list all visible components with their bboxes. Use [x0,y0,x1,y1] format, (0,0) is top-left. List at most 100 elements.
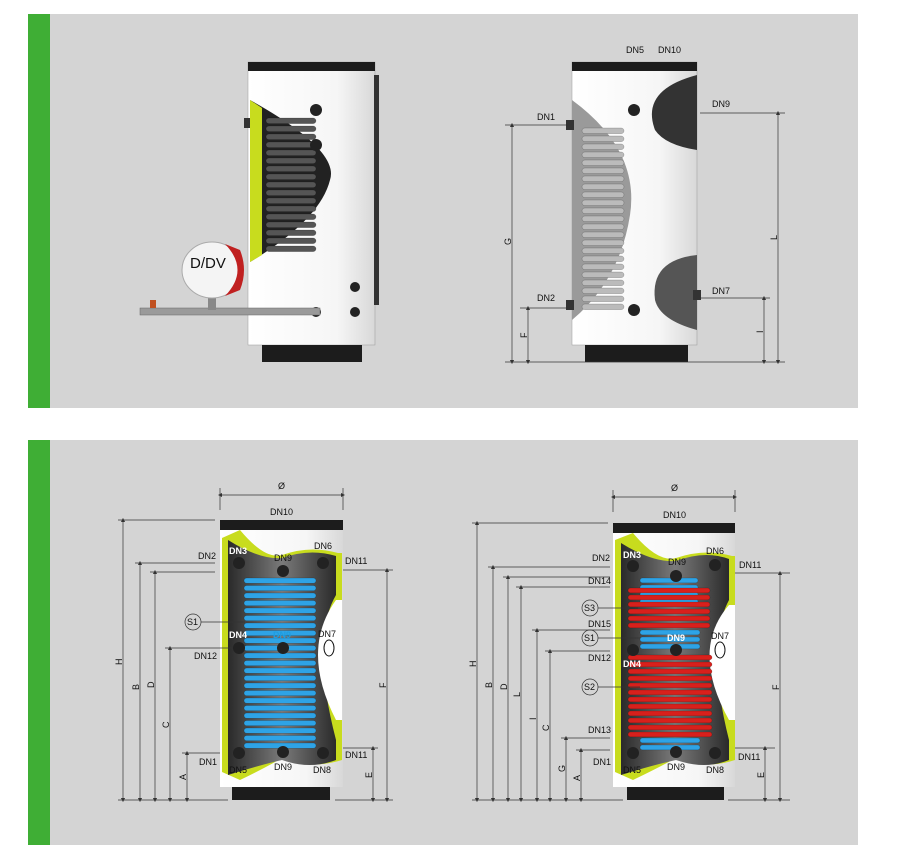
dim-i: I [755,330,765,333]
label-dn11-bot: DN11 [738,752,760,762]
top-panel-accent-bar [28,14,50,408]
dim-a: A [178,774,188,780]
label-dn2: DN2 [592,553,610,563]
coil-loop-s2 [627,717,713,724]
label-dn9-mid: DN9 [273,630,291,640]
coil-loop [243,705,317,711]
label-dn8: DN8 [706,765,724,775]
coil-loop [243,682,317,689]
dim-l: L [512,692,522,697]
coil-loop [265,173,317,180]
coil-loop [581,255,625,262]
coils-s1-s2-s3 [627,577,713,751]
coil-loop [243,592,317,599]
coil-loop [265,237,317,244]
coil-loop [243,712,317,719]
label-s3: S3 [584,603,595,613]
coil-loop [581,263,625,270]
coil-loop [265,165,317,172]
coil-loop [265,125,317,132]
label-dn1: DN1 [199,757,217,767]
dim-f: F [771,684,781,690]
dim-d: D [499,683,509,690]
coil-loop [581,159,625,166]
label-dn2: DN2 [537,293,555,303]
coil-loop-s1 [639,744,701,751]
label-s1: S1 [187,617,198,627]
label-dn9-mid: DN9 [667,633,685,643]
label-dn5: DN5 [626,45,644,55]
coil-loop-s3 [627,622,711,629]
dim-i: I [528,717,538,720]
coil-loop-s1 [639,636,701,643]
coil-loop [265,229,317,236]
label-dn10: DN10 [658,45,681,55]
tank-triple-coil: Ø DN10 DN2 DN3 DN9 DN6 DN11 DN14 S3 DN15… [468,483,790,803]
label-dn1: DN1 [593,757,611,767]
coil-loop [265,245,317,252]
dim-b: B [484,682,494,688]
coil-loop [243,622,317,629]
label-dn9-bot: DN9 [274,762,292,772]
top-panel [28,14,858,408]
label-dn9-bot: DN9 [667,762,685,772]
coil-loop-s1 [639,737,701,744]
coil-loop-s2 [627,654,713,661]
label-dn7: DN7 [318,629,336,639]
coil-loop [581,239,625,246]
label-dn9-top: DN9 [274,553,292,563]
coil-loop [243,727,317,734]
coil-loop [265,213,317,220]
coil-loop [581,151,625,158]
coil-loop-s3 [627,601,711,608]
coil-loop-s2 [627,710,713,717]
label-s2: S2 [584,682,595,692]
coil-loop [581,207,625,214]
coil-loop [243,667,317,674]
coil-loop-s2 [627,731,713,738]
label-dn3: DN3 [229,546,247,556]
label-dn11-top: DN11 [739,560,761,570]
coil-loop [581,167,625,174]
label-dn15: DN15 [588,619,611,629]
coil-loop [265,189,317,196]
label-dn4: DN4 [623,659,641,669]
heat-exchanger-coil [265,117,317,252]
coil-loop [581,287,625,294]
coil-loop-s2 [627,696,713,703]
dim-g: G [557,765,567,772]
coil-loop [265,181,317,188]
coil-loop [265,149,317,156]
expansion-vessel-label: D/DV [190,255,226,272]
dim-h: H [468,661,478,668]
dim-f: F [519,332,529,338]
coil-loop [243,735,317,741]
dim-b: B [131,684,141,690]
coil-loop-s3 [627,615,711,622]
coil-loop [243,615,317,621]
coil-loop [243,577,317,584]
dim-a: A [572,775,582,781]
label-dn1: DN1 [537,112,555,122]
label-dn10: DN10 [663,510,686,520]
heat-exchanger-coil [581,127,625,310]
coil-loop [581,127,625,134]
coil-loop [243,600,317,606]
tank-cutaway-top-right: DN5 DN10 DN9 DN1 DN2 DN7 G F L I [503,45,785,365]
tank-with-expansion-vessel: D/DV [139,61,379,362]
dim-d: D [146,681,156,688]
coil-loop [581,247,625,254]
coil-loop [265,141,317,148]
label-dn3: DN3 [623,550,641,560]
label-dn6: DN6 [706,546,724,556]
coil-loop [243,697,317,704]
label-dn12: DN12 [588,653,611,663]
coil-loop [243,660,317,666]
coil-loop [581,215,625,222]
label-dn6: DN6 [314,541,332,551]
dim-e: E [364,772,374,778]
coil-loop [581,223,625,230]
coil-loop-s1 [639,643,701,650]
label-dn12: DN12 [194,651,217,661]
